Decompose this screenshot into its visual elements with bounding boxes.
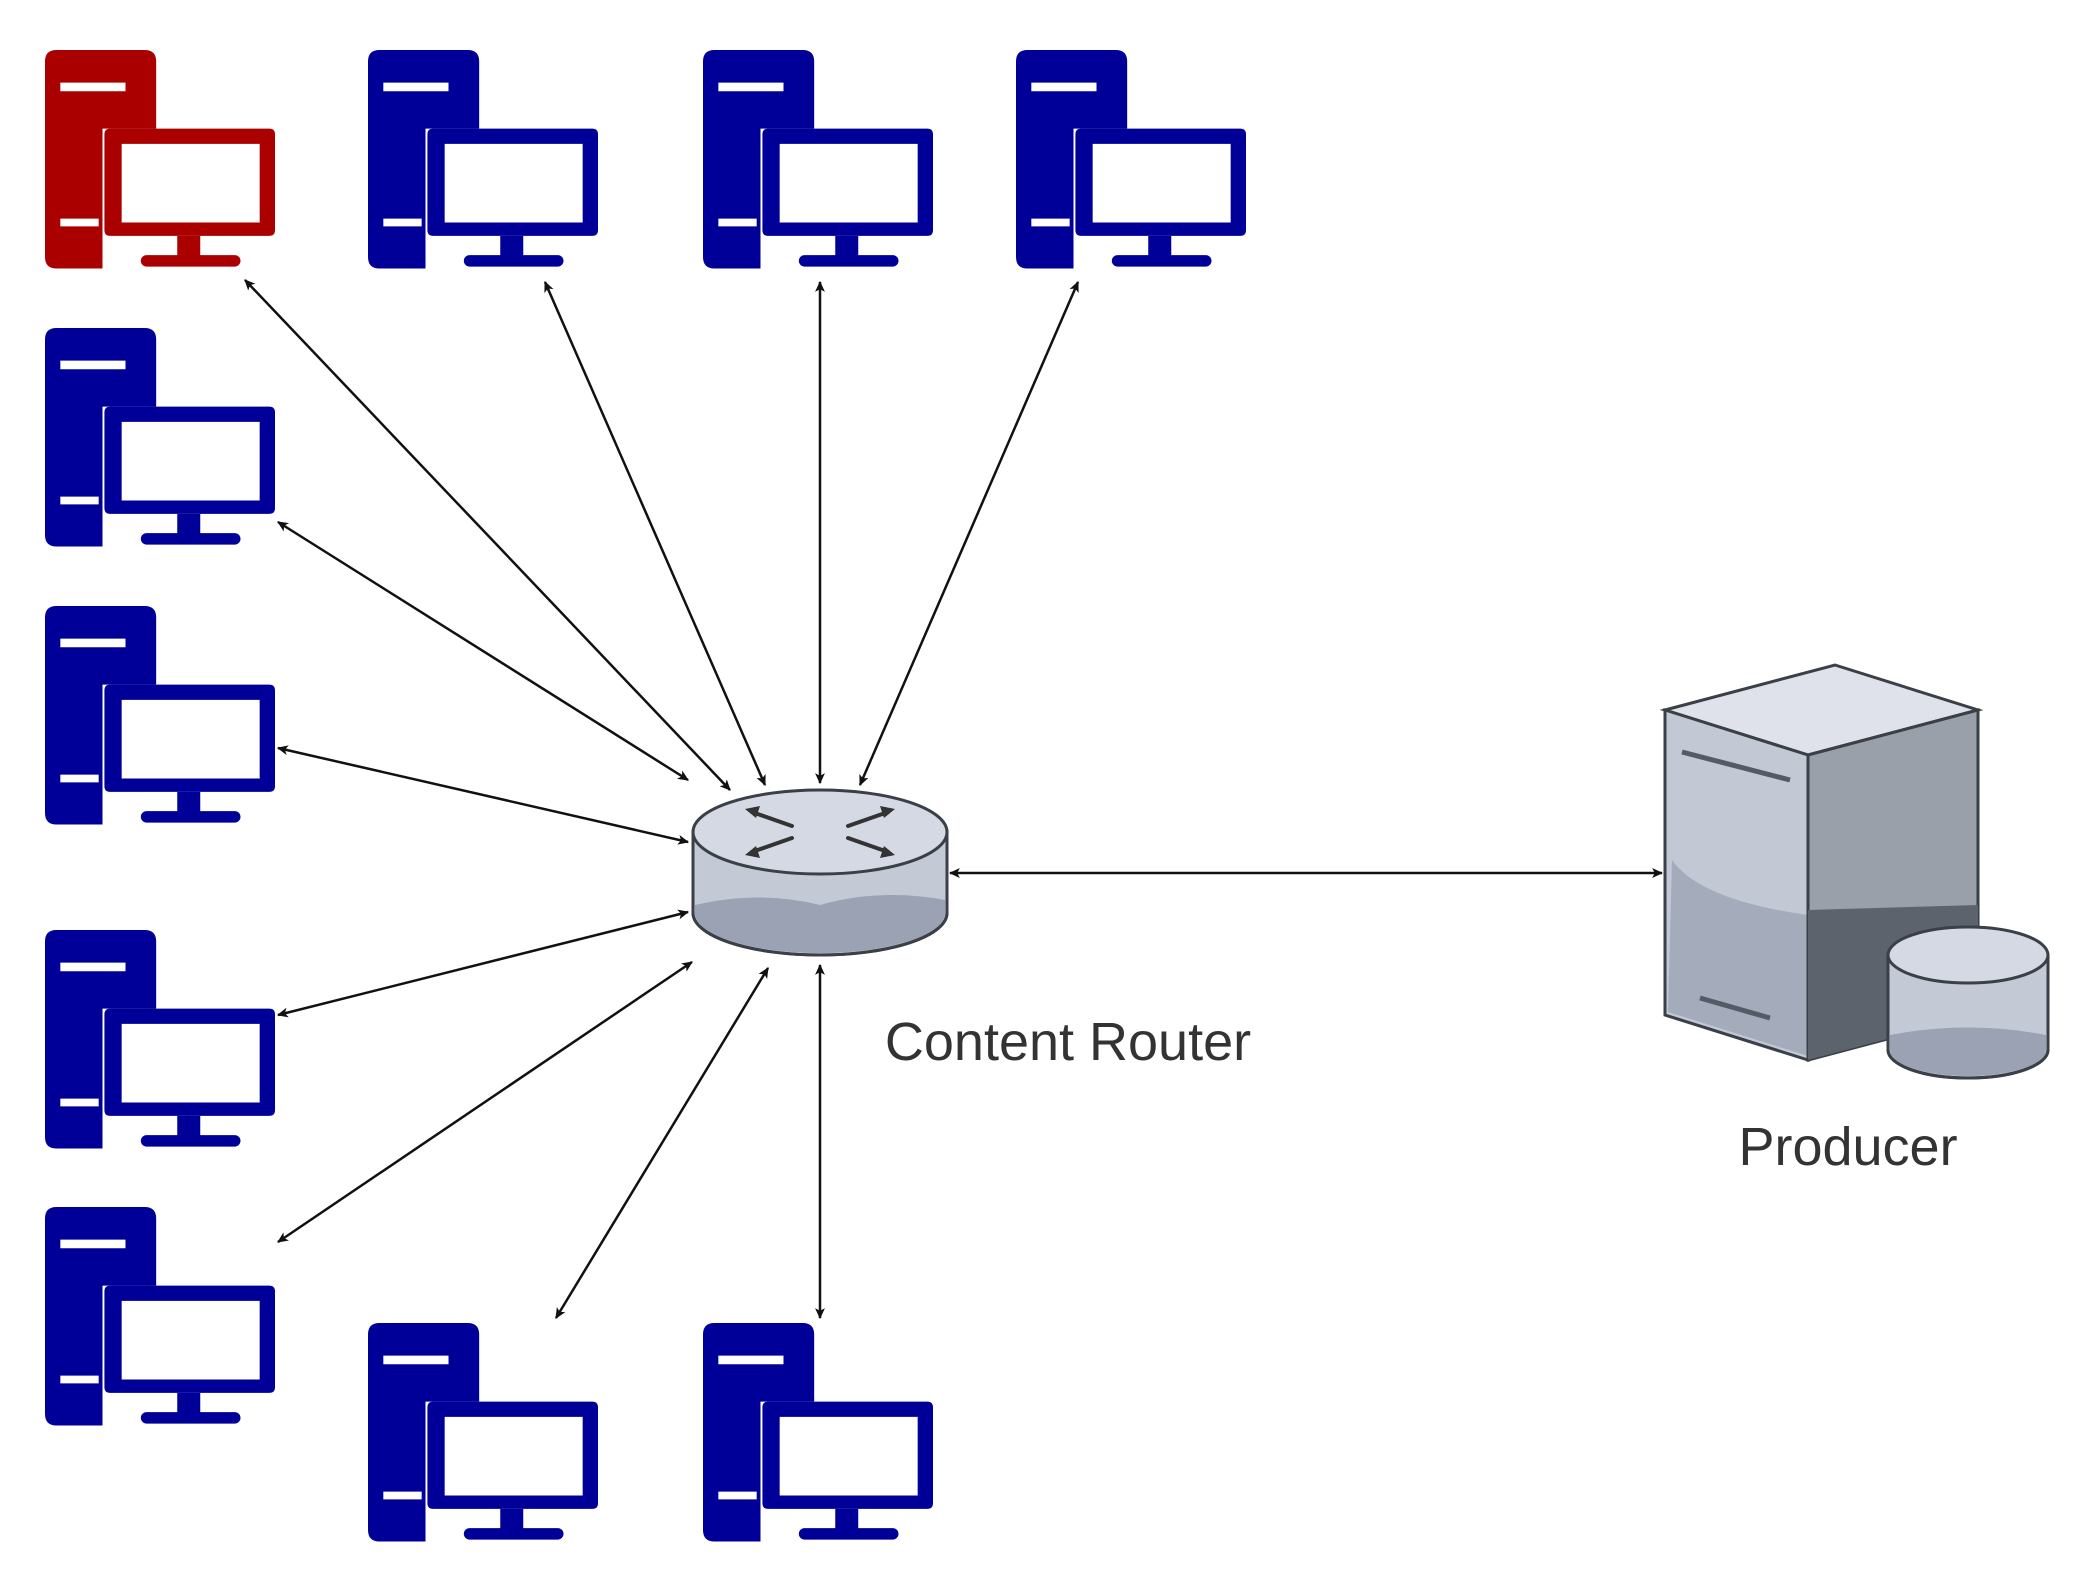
desktop-computer-icon <box>45 50 275 269</box>
client-1 <box>45 50 275 269</box>
link-router-client-1 <box>244 279 731 791</box>
desktop-computer-icon <box>368 1323 598 1542</box>
link-router-client-7 <box>276 909 690 1018</box>
client-2 <box>368 50 598 269</box>
router-icon <box>691 788 949 957</box>
desktop-computer-icon <box>45 606 275 825</box>
desktop-computer-icon <box>45 930 275 1149</box>
client-4 <box>1016 50 1246 269</box>
client-10 <box>703 1323 933 1542</box>
client-3 <box>703 50 933 269</box>
desktop-computer-icon <box>45 328 275 547</box>
server-with-database-icon <box>1659 663 2050 1080</box>
desktop-computer-icon <box>703 50 933 269</box>
link-router-client-8 <box>277 960 693 1244</box>
client-6 <box>45 606 275 825</box>
link-router-client-5 <box>277 520 689 782</box>
router-label: Content Router <box>885 1012 1251 1072</box>
desktop-computer-icon <box>45 1207 275 1426</box>
links-layer <box>244 279 1664 1320</box>
link-router-client-4 <box>858 280 1080 787</box>
client-5 <box>45 328 275 547</box>
producer-label: Producer <box>1738 1117 1957 1177</box>
clients-layer <box>45 50 1246 1542</box>
link-router-client-6 <box>276 745 690 845</box>
producer: Producer <box>1659 663 2050 1177</box>
desktop-computer-icon <box>368 50 598 269</box>
client-9 <box>368 1323 598 1542</box>
link-router-client-9 <box>554 967 770 1319</box>
desktop-computer-icon <box>703 1323 933 1542</box>
desktop-computer-icon <box>1016 50 1246 269</box>
client-8 <box>45 1207 275 1426</box>
client-7 <box>45 930 275 1149</box>
content-router: Content Router <box>691 788 1251 1072</box>
